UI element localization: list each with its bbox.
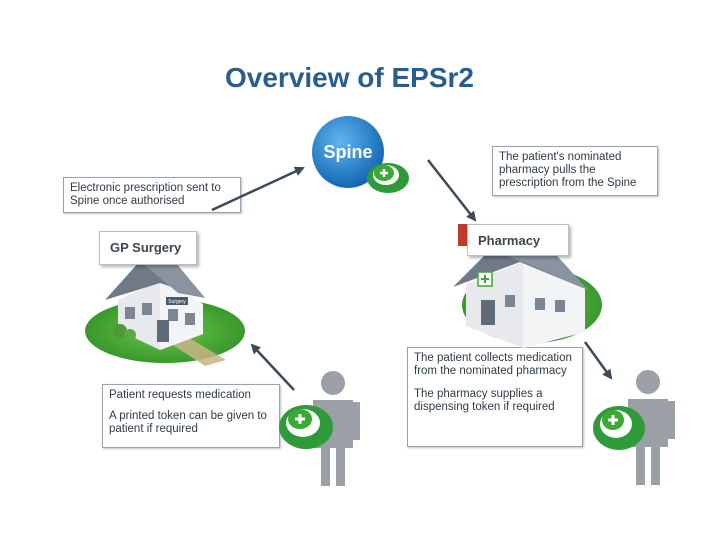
pharmacy-label: Pharmacy	[467, 224, 569, 256]
callout-sent-to-spine: Electronic prescription sent to Spine on…	[63, 177, 241, 213]
token-badge-right-icon	[593, 406, 645, 450]
pharmacy-house	[453, 246, 602, 348]
arrow-pharmacy-to-patient	[583, 341, 613, 380]
token-badge-left-icon	[279, 405, 333, 449]
callout-pharmacy-pulls: The patient's nominated pharmacy pulls t…	[492, 146, 658, 196]
arrow-patient-to-gp	[250, 343, 295, 391]
callout-patient-collects: The patient collects medication from the…	[407, 347, 583, 447]
callout-printed-token-text: A printed token can be given to patient …	[109, 410, 267, 435]
spine-badge-icon	[367, 163, 409, 193]
callout-dispensing-token-text: The pharmacy supplies a dispensing token…	[414, 388, 555, 413]
callout-patient-requests-text: Patient requests medication	[109, 389, 251, 401]
gp-surgery-house: Surgery	[85, 250, 245, 366]
diagram-title: Overview of EPSr2	[225, 62, 475, 93]
spine-label: Spine	[323, 142, 372, 162]
spine-globe: Spine	[312, 116, 384, 188]
callout-patient-requests: Patient requests medication A printed to…	[102, 384, 280, 448]
callout-sent-to-spine-text: Electronic prescription sent to Spine on…	[70, 182, 221, 207]
callout-patient-collects-text: The patient collects medication from the…	[414, 352, 572, 377]
arrow-gp-to-spine	[211, 166, 305, 212]
gp-surgery-label: GP Surgery	[99, 231, 197, 265]
callout-pharmacy-pulls-text: The patient's nominated pharmacy pulls t…	[499, 151, 637, 189]
gp-surgery-sign: Surgery	[168, 299, 186, 305]
arrow-spine-to-pharmacy	[427, 159, 477, 222]
